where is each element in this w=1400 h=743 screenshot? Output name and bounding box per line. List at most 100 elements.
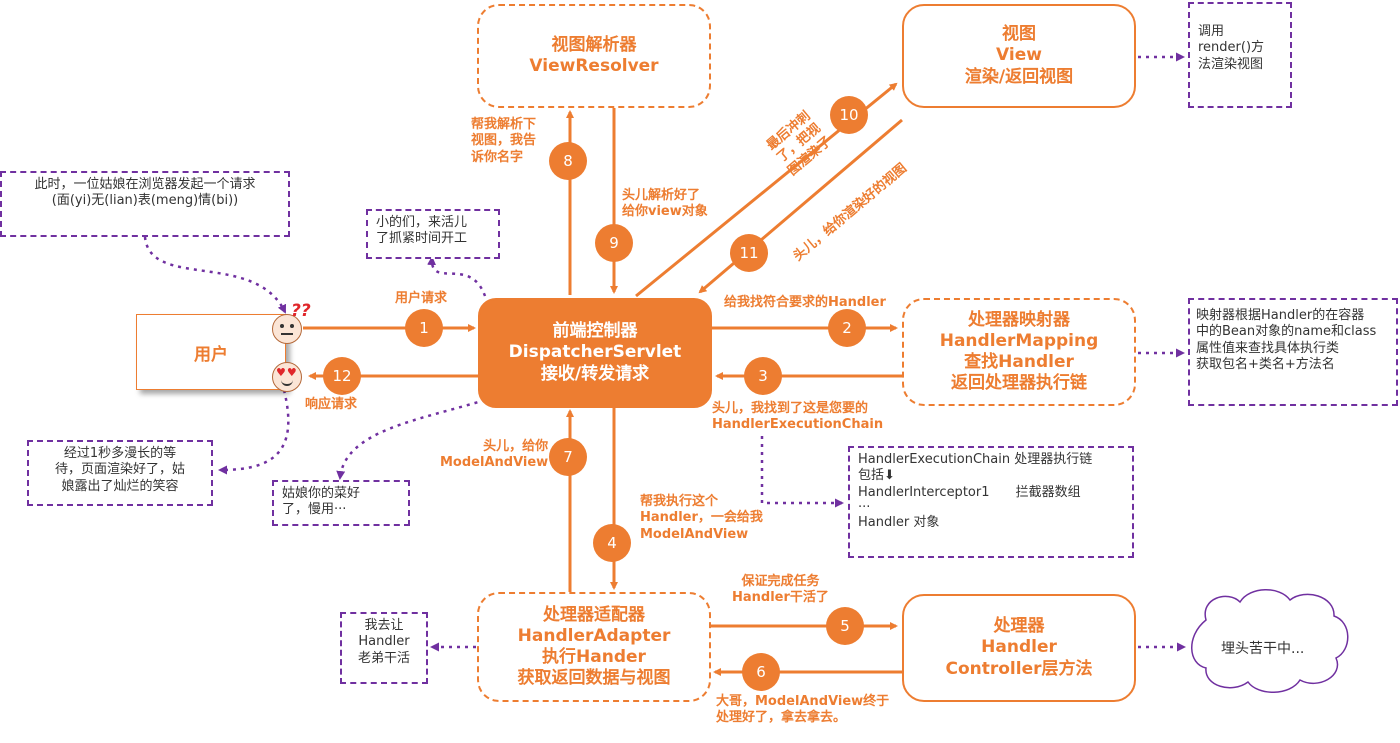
note-chain: HandlerExecutionChain 处理器执行链 包括⬇ Handler… xyxy=(848,446,1134,558)
note-render-call-line3: 法渲染视图 xyxy=(1198,56,1264,72)
step-9: 9 xyxy=(595,224,633,262)
label-guarantee: 保证完成任务 Handler干活了 xyxy=(732,574,829,607)
dispatcher-title: 前端控制器 xyxy=(552,321,638,342)
label-found-chain: 头儿，我找到了这是您要的 HandlerExecutionChain xyxy=(712,401,883,434)
note-chain-interceptor: HandlerInterceptor1 xyxy=(858,484,990,500)
connector-enjoy xyxy=(336,398,486,480)
note-mapper: 映射器根据Handler的在容器 中的Bean对象的name和class 属性值… xyxy=(1188,298,1398,406)
note-girl-line1: 此时，一位姑娘在浏览器发起一个请求 xyxy=(34,177,256,192)
note-mapper-line2: 中的Bean对象的name和class xyxy=(1196,324,1377,340)
note-mapper-line3: 属性值来查找具体执行类 xyxy=(1196,340,1340,356)
note-worker-line2: Handler xyxy=(358,634,410,650)
label-execute-line2: Handler，一会给我 xyxy=(640,510,763,526)
handler-role: Controller层方法 xyxy=(945,658,1093,679)
handler-mapping-find: 查找Handler xyxy=(964,352,1074,372)
handler-mapping-class: HandlerMapping xyxy=(939,330,1099,351)
note-boys: 小的们，来活儿 了抓紧时间开工 xyxy=(366,209,500,259)
label-done: 大哥，ModelAndView终于 处理好了，拿去拿去。 xyxy=(716,694,889,727)
note-worker: 我去让 Handler 老弟干活 xyxy=(340,612,428,684)
step-4: 4 xyxy=(593,524,631,562)
label-parsed-line1: 头儿解析好了 xyxy=(622,188,701,203)
label-done-line1: 大哥，ModelAndView终于 xyxy=(716,694,890,709)
smile-face-icon: ♥♥ xyxy=(272,362,302,392)
handler-class: Handler xyxy=(981,637,1057,658)
label-parse-view-line1: 帮我解析下 xyxy=(471,117,537,132)
handler-title: 处理器 xyxy=(993,616,1045,637)
dispatcher-class: DispatcherServlet xyxy=(508,342,682,363)
view-resolver-node: 视图解析器 ViewResolver xyxy=(477,4,711,108)
label-find-handler: 给我找符合要求的Handler xyxy=(724,295,886,310)
step-10: 10 xyxy=(830,96,868,134)
step-3: 3 xyxy=(744,357,782,395)
step-12: 12 xyxy=(323,357,361,395)
step-11: 11 xyxy=(730,234,768,272)
note-mapper-line1: 映射器根据Handler的在容器 xyxy=(1196,308,1365,323)
label-found-chain-line1: 头儿，我找到了这是您要的 xyxy=(712,401,869,416)
step-6: 6 xyxy=(742,653,780,691)
label-execute: 帮我执行这个 Handler，一会给我 ModelAndView xyxy=(640,494,763,543)
note-enjoy: 姑娘你的菜好 了，慢用··· xyxy=(272,480,410,526)
label-execute-line1: 帮我执行这个 xyxy=(640,494,719,509)
label-parse-view: 帮我解析下 视图，我告 诉你名字 xyxy=(471,117,536,166)
step-7: 7 xyxy=(549,438,587,476)
label-parsed: 头儿解析好了 给你view对象 xyxy=(622,188,708,221)
handler-mapping-node: 处理器映射器 HandlerMapping 查找Handler 返回处理器执行链 xyxy=(902,298,1136,406)
note-chain-title: HandlerExecutionChain 处理器执行链 xyxy=(858,452,1093,467)
note-boys-line2: 了抓紧时间开工 xyxy=(376,231,468,247)
label-user-request: 用户请求 xyxy=(395,291,448,306)
handler-node: 处理器 Handler Controller层方法 xyxy=(902,594,1136,702)
step-2: 2 xyxy=(828,309,866,347)
label-give-mv: 头儿，给你 ModelAndView xyxy=(440,439,548,472)
user-label: 用户 xyxy=(194,344,228,365)
dispatcher-servlet-node: 前端控制器 DispatcherServlet 接收/转发请求 xyxy=(478,298,712,408)
user-box: 用户 xyxy=(136,314,286,390)
connector-boys xyxy=(427,256,487,297)
view-resolver-class: ViewResolver xyxy=(529,56,659,76)
note-chain-interceptor-desc: 拦截器数组 xyxy=(1015,484,1081,500)
handler-adapter-return: 获取返回数据与视图 xyxy=(517,668,671,689)
handler-adapter-class: HandlerAdapter xyxy=(517,625,671,646)
step-5: 5 xyxy=(826,607,864,645)
label-parse-view-line3: 诉你名字 xyxy=(471,149,524,165)
note-chain-handler-obj: Handler 对象 xyxy=(858,515,940,531)
connector-chain xyxy=(760,436,844,508)
note-render-call-line1: 调用 xyxy=(1198,24,1225,39)
note-enjoy-line1: 姑娘你的菜好 xyxy=(282,486,361,501)
view-resolver-title: 视图解析器 xyxy=(551,34,637,55)
label-parse-view-line2: 视图，我告 xyxy=(471,133,537,149)
view-title: 视图 xyxy=(1002,24,1036,45)
label-found-chain-line2: HandlerExecutionChain xyxy=(712,417,884,433)
confused-marks: ?? xyxy=(291,301,311,321)
note-wait-line3: 娘露出了灿烂的笑容 xyxy=(61,478,179,494)
note-render-call-line2: render()方 xyxy=(1198,40,1265,56)
view-class: View xyxy=(996,45,1042,66)
label-execute-line3: ModelAndView xyxy=(640,526,749,542)
connector-wait xyxy=(218,389,290,475)
note-worker-line3: 老弟干活 xyxy=(357,650,410,666)
label-parsed-line2: 给你view对象 xyxy=(622,204,708,220)
heart-eyes-icon: ♥♥ xyxy=(276,366,298,379)
handler-mapping-title: 处理器映射器 xyxy=(968,309,1070,330)
cloud-shape xyxy=(1191,589,1349,693)
step-1: 1 xyxy=(405,309,443,347)
note-worker-line1: 我去让 xyxy=(364,618,404,633)
label-guarantee-line1: 保证完成任务 xyxy=(741,574,820,589)
view-role: 渲染/返回视图 xyxy=(964,66,1074,87)
step-8: 8 xyxy=(549,142,587,180)
dispatcher-role: 接收/转发请求 xyxy=(540,363,650,384)
note-mapper-line4: 获取包名+类名+方法名 xyxy=(1196,356,1335,372)
note-boys-line1: 小的们，来活儿 xyxy=(376,215,468,230)
label-give-mv-line2: ModelAndView xyxy=(440,455,549,471)
note-girl: 此时，一位姑娘在浏览器发起一个请求 (面(yi)无(lian)表(meng)情(… xyxy=(0,171,290,237)
connector-girl xyxy=(143,236,287,314)
note-enjoy-line2: 了，慢用··· xyxy=(282,502,347,518)
note-render-call: 调用 render()方 法渲染视图 xyxy=(1188,2,1292,108)
note-cloud-text: 埋头苦干中... xyxy=(1221,641,1305,657)
note-chain-ellipsis: ··· xyxy=(858,499,871,515)
confused-face-icon xyxy=(272,314,302,344)
handler-adapter-node: 处理器适配器 HandlerAdapter 执行Hander 获取返回数据与视图 xyxy=(477,592,711,702)
handler-adapter-title: 处理器适配器 xyxy=(543,604,645,625)
handler-mapping-return: 返回处理器执行链 xyxy=(951,373,1087,394)
note-chain-interceptor-row: HandlerInterceptor1 拦截器数组 xyxy=(858,485,1124,501)
